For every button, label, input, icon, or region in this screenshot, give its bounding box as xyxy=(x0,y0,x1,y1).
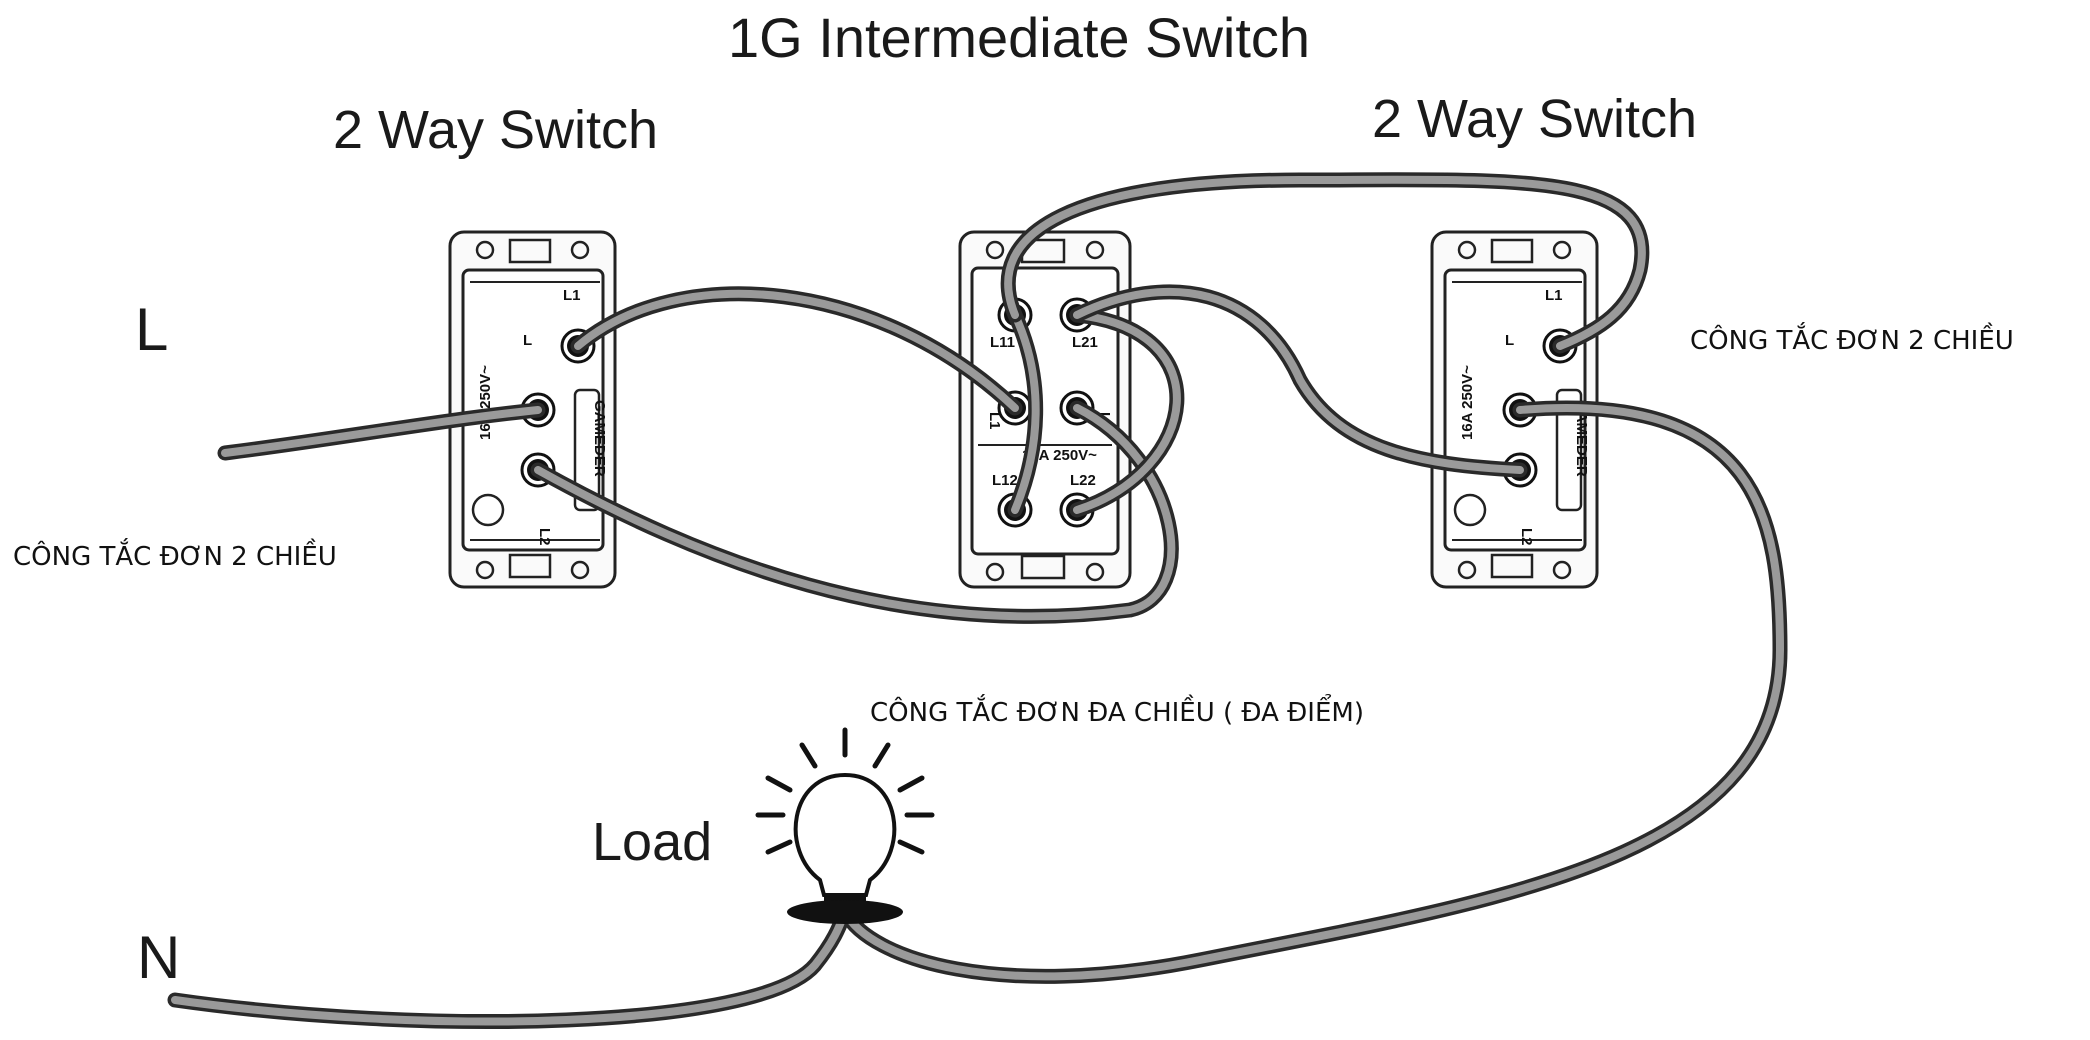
left-terminal-label-l: L xyxy=(523,332,532,349)
wire-right-l-to-lamp xyxy=(837,400,1788,984)
diagram-title: 1G Intermediate Switch xyxy=(728,6,1311,69)
left-terminal-label-l1: L1 xyxy=(563,287,581,304)
mid-terminal-label-l21: L21 xyxy=(1072,334,1098,351)
left-switch-heading: 2 Way Switch xyxy=(333,100,659,160)
right-terminal-label-l1: L1 xyxy=(1545,287,1563,304)
load-label: Load xyxy=(592,812,713,872)
right-switch-brand: GAMEDER xyxy=(1573,400,1590,477)
right-terminal-label-l: L xyxy=(1505,332,1514,349)
right-switch-heading: 2 Way Switch xyxy=(1372,89,1698,149)
left-switch-caption: CÔNG TẮC ĐƠN 2 CHIỀU xyxy=(13,542,337,572)
wire-mid-l11-to-l12 xyxy=(1007,307,1044,518)
intermediate-switch-rating: 10A 250V~ xyxy=(1022,447,1097,464)
intermediate-switch: 10A 250V~ L11 L21 L1 L2 L12 L22 xyxy=(958,230,1132,589)
light-bulb-icon xyxy=(755,727,935,924)
wire-mid-l11-to-right-l1 xyxy=(1000,172,1650,354)
mid-terminal-label-l1: L1 xyxy=(986,412,1003,430)
mid-terminal-label-l12: L12 xyxy=(992,472,1018,489)
wire-mid-l21-to-right-l2 xyxy=(1069,284,1528,478)
wire-neutral-to-lamp xyxy=(167,904,853,1029)
wire-left-l2-to-mid-l22 xyxy=(530,400,1179,624)
line-label: L xyxy=(135,296,169,363)
mid-terminal-label-l22: L22 xyxy=(1070,472,1096,489)
mid-terminal-label-l11: L11 xyxy=(990,334,1015,351)
right-switch-caption: CÔNG TẮC ĐƠN 2 CHIỀU xyxy=(1690,326,2014,356)
wire-left-l1-to-mid-l1 xyxy=(570,286,1023,416)
right-terminal-label-l2: L2 xyxy=(1518,528,1535,546)
right-switch-rating: 16A 250V~ xyxy=(1459,365,1476,440)
intermediate-switch-caption: CÔNG TẮC ĐƠN ĐA CHIỀU ( ĐA ĐIỂM) xyxy=(870,698,1364,728)
left-switch-rating: 16A 250V~ xyxy=(477,365,494,440)
wire-mid-l21-to-l22 xyxy=(1069,307,1185,518)
left-switch-brand: GAMEDER xyxy=(591,400,608,477)
left-terminal-label-l2: L2 xyxy=(536,528,553,546)
wires xyxy=(167,172,1788,1029)
neutral-label: N xyxy=(137,924,181,991)
wire-line-feed xyxy=(217,402,546,461)
